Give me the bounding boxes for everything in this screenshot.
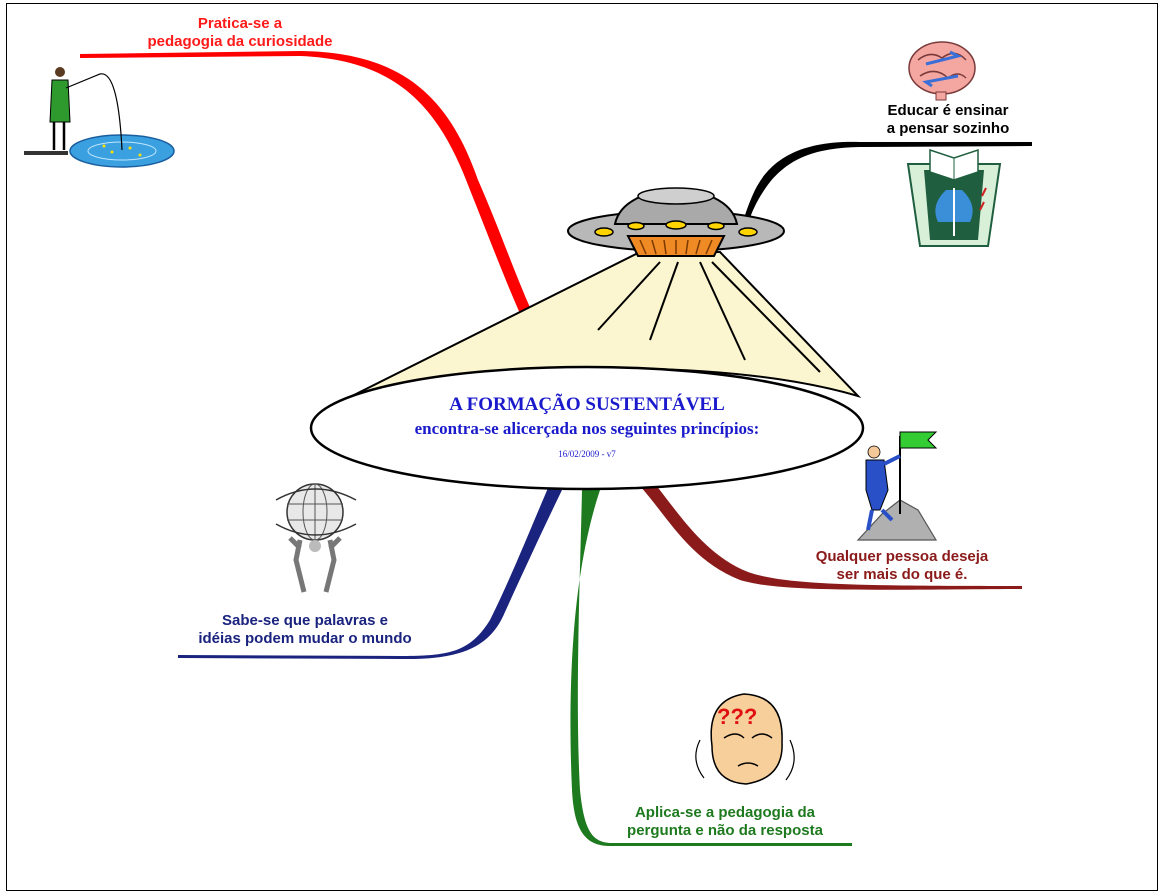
branch-label-words-line2: idéias podem mudar o mundo: [198, 630, 412, 647]
question-marks: ???: [717, 704, 757, 729]
branch-label-more-line1: Qualquer pessoa deseja: [815, 548, 989, 565]
central-subtitle: encontra-se alicerçada nos seguintes pri…: [414, 419, 760, 438]
branch-label-more-line2: ser mais do que é.: [836, 566, 968, 583]
branch-label-question-line2: pergunta e não da resposta: [627, 822, 823, 839]
branch-label-more: Qualquer pessoa deseja ser mais do que é…: [802, 548, 1002, 584]
branch-label-think-line2: a pensar sozinho: [886, 120, 1010, 137]
central-version: 16/02/2009 - v7: [558, 449, 616, 459]
central-node: [309, 365, 865, 491]
atlas-globe-icon: [275, 483, 357, 593]
fishing-woman-icon: [24, 67, 175, 168]
central-title: A FORMAÇÃO SUSTENTÁVEL: [449, 394, 725, 415]
branch-label-words: Sabe-se que palavras e idéias podem muda…: [170, 612, 440, 648]
branch-label-question: Aplica-se a pedagogia da pergunta e não …: [600, 804, 850, 840]
book-tree-icon: [906, 148, 1002, 247]
branch-label-think-line1: Educar é ensinar: [887, 102, 1009, 119]
branch-label-words-line1: Sabe-se que palavras e: [222, 612, 388, 629]
branch-label-curiosity-line1: Pratica-se a: [197, 15, 283, 32]
branch-label-curiosity-line2: pedagogia da curiosidade: [147, 33, 333, 50]
climber-flag-icon: [856, 431, 938, 541]
brain-icon: [908, 41, 976, 101]
ufo-icon: [567, 187, 785, 257]
question-face-icon: [695, 693, 795, 785]
branch-label-curiosity: Pratica-se a pedagogia da curiosidade: [80, 15, 400, 51]
branch-line-question: [570, 490, 852, 846]
branch-label-question-line1: Aplica-se a pedagogia da: [634, 804, 816, 821]
branch-line-curiosity: [80, 51, 532, 318]
branch-label-think: Educar é ensinar a pensar sozinho: [858, 102, 1038, 138]
